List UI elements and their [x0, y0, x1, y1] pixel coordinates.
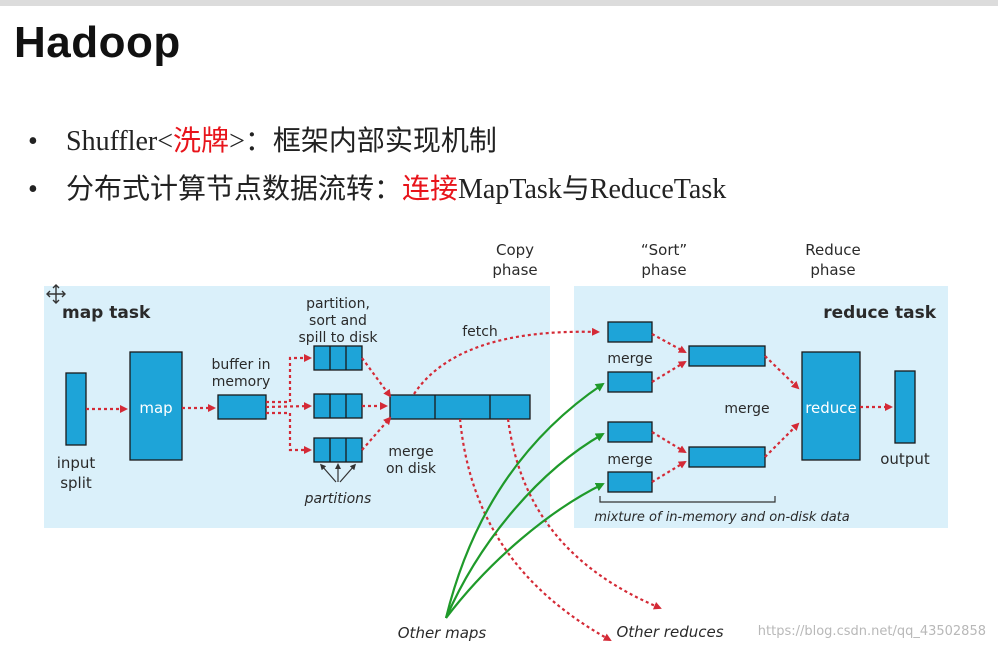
spill-file-1 [313, 345, 363, 371]
spill-file-3 [313, 437, 363, 463]
other-maps-label: Other maps [398, 624, 487, 642]
bullet-text: MapTask与ReduceTask [458, 174, 727, 205]
spill-label-2: sort and [309, 313, 367, 329]
bullet-list: • Shuffler<洗牌>：框架内部实现机制 • 分布式计算节点数据流转：连接Ma… [28, 118, 726, 214]
mixture-bracket [599, 496, 776, 503]
watermark: https://blog.csdn.net/qq_43502858 [757, 624, 986, 639]
copy-phase-line1: Copy [496, 241, 534, 259]
buffer-box [217, 394, 267, 420]
bullet-text: 分布式计算节点数据流转： [66, 174, 403, 205]
merge-label-top: merge [607, 351, 652, 367]
map-box [129, 351, 183, 461]
reduce-input-2 [607, 371, 653, 393]
reduce-task-title: reduce task [823, 303, 936, 323]
bullet-item: • 分布式计算节点数据流转：连接MapTask与ReduceTask [28, 166, 726, 214]
merged-segment-1 [688, 345, 766, 367]
sort-phase-line2: phase [641, 261, 686, 279]
other-reduces-arrows [458, 418, 662, 641]
bullet-highlight: 连接 [402, 174, 459, 205]
top-border [0, 0, 998, 6]
fetch-label: fetch [462, 324, 498, 340]
map-task-title: map task [62, 303, 151, 323]
sort-phase-line1: “Sort” [641, 241, 687, 259]
spill-label-3: spill to disk [299, 330, 379, 346]
reduce-box [801, 351, 861, 461]
reduce-phase-line2: phase [810, 261, 855, 279]
bullet-text: Shuffler< [66, 126, 174, 157]
map-side-arrows [86, 327, 600, 454]
bullet-marker: • [28, 174, 38, 205]
output-label: output [880, 450, 930, 468]
move-cursor-icon [46, 284, 66, 304]
merge-label-middle: merge [724, 401, 769, 417]
copy-phase-line2: phase [492, 261, 537, 279]
bullet-highlight: 洗牌 [173, 126, 230, 157]
partitions-label: partitions [304, 491, 372, 507]
other-reduces-label: Other reduces [616, 623, 723, 641]
input-split-box [65, 372, 87, 446]
bullet-text: >：框架内部实现机制 [229, 126, 497, 157]
map-box-label: map [139, 399, 172, 417]
merge-on-disk-label-1: merge [388, 444, 433, 460]
spill-file-2 [313, 393, 363, 419]
input-split-label-1: input [57, 454, 96, 472]
reduce-input-1 [607, 321, 653, 343]
merged-segment-2 [688, 446, 766, 468]
bullet-marker: • [28, 126, 38, 157]
reduce-input-4 [607, 471, 653, 493]
reduce-input-3 [607, 421, 653, 443]
merge-on-disk-label-2: on disk [386, 461, 437, 477]
output-box [894, 370, 916, 444]
input-split-label-2: split [60, 474, 92, 492]
spill-label-1: partition, [306, 296, 370, 312]
other-maps-arrows [444, 382, 605, 619]
merged-map-output [389, 394, 531, 420]
reduce-phase-line1: Reduce [805, 241, 860, 259]
reduce-box-label: reduce [805, 399, 857, 417]
bullet-item: • Shuffler<洗牌>：框架内部实现机制 [28, 118, 726, 166]
partitions-pointer [320, 463, 356, 483]
buffer-label-1: buffer in [212, 357, 271, 373]
slide-title: Hadoop [14, 18, 181, 67]
merge-label-bottom: merge [607, 452, 652, 468]
mixture-label: mixture of in-memory and on-disk data [594, 510, 850, 525]
reduce-side-arrows [651, 333, 893, 483]
buffer-label-2: memory [212, 374, 271, 390]
